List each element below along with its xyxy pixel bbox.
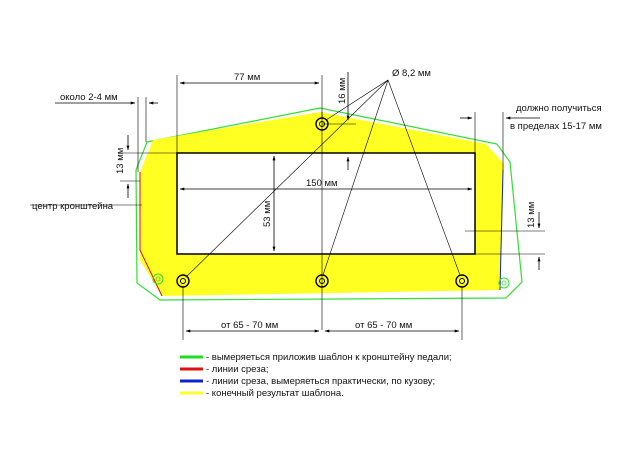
legend: - вымеряеться приложив шаблон к кронштей… (180, 352, 452, 399)
dim-13-right (465, 212, 545, 270)
hole-bottom-right (455, 274, 469, 288)
hole-bottom-left (176, 274, 190, 288)
legend-text-yellow: - конечный результат шаблона. (206, 388, 344, 399)
template-outline-green (135, 107, 523, 301)
dim-2-4-label: около 2-4 мм (60, 92, 118, 103)
dim-77 (176, 75, 323, 153)
dim-150-label: 150 мм (306, 178, 338, 189)
legend-text-blue: - линии среза, вымеряеться практически, … (206, 376, 435, 387)
dim-53-label: 53 мм (262, 201, 273, 227)
dim-13-left (120, 135, 177, 198)
dim-16 (322, 72, 356, 170)
dim-15-17 (460, 112, 540, 170)
dim-span-left-label: от 65 - 70 мм (221, 320, 278, 331)
hole-diameter-label: Ø 8,2 мм (392, 68, 431, 79)
bracket-center-label: центр кронштейна (32, 201, 114, 212)
dim-13-left-label: 13 мм (115, 148, 126, 174)
dim-spans (182, 287, 463, 340)
cut-line-red (139, 172, 163, 297)
dim-2-4 (55, 97, 158, 172)
inner-window (176, 152, 476, 255)
dim-77-label: 77 мм (234, 72, 260, 83)
dim-15-17-line2: в пределах 15-17 мм (510, 121, 602, 132)
legend-text-red: - линии среза; (206, 364, 269, 375)
diameter-leaders (185, 79, 461, 278)
cut-line-blue (499, 169, 504, 291)
dim-16-label: 16 мм (337, 78, 348, 104)
bracket-hole-right (498, 277, 510, 289)
bracket-hole-left (152, 273, 164, 285)
dim-span-right-label: от 65 - 70 мм (355, 320, 412, 331)
dim-13-right-label: 13 мм (526, 202, 537, 228)
legend-text-green: - вымеряеться приложив шаблон к кронштей… (206, 352, 452, 363)
dim-15-17-line1: должно получиться (516, 103, 602, 114)
